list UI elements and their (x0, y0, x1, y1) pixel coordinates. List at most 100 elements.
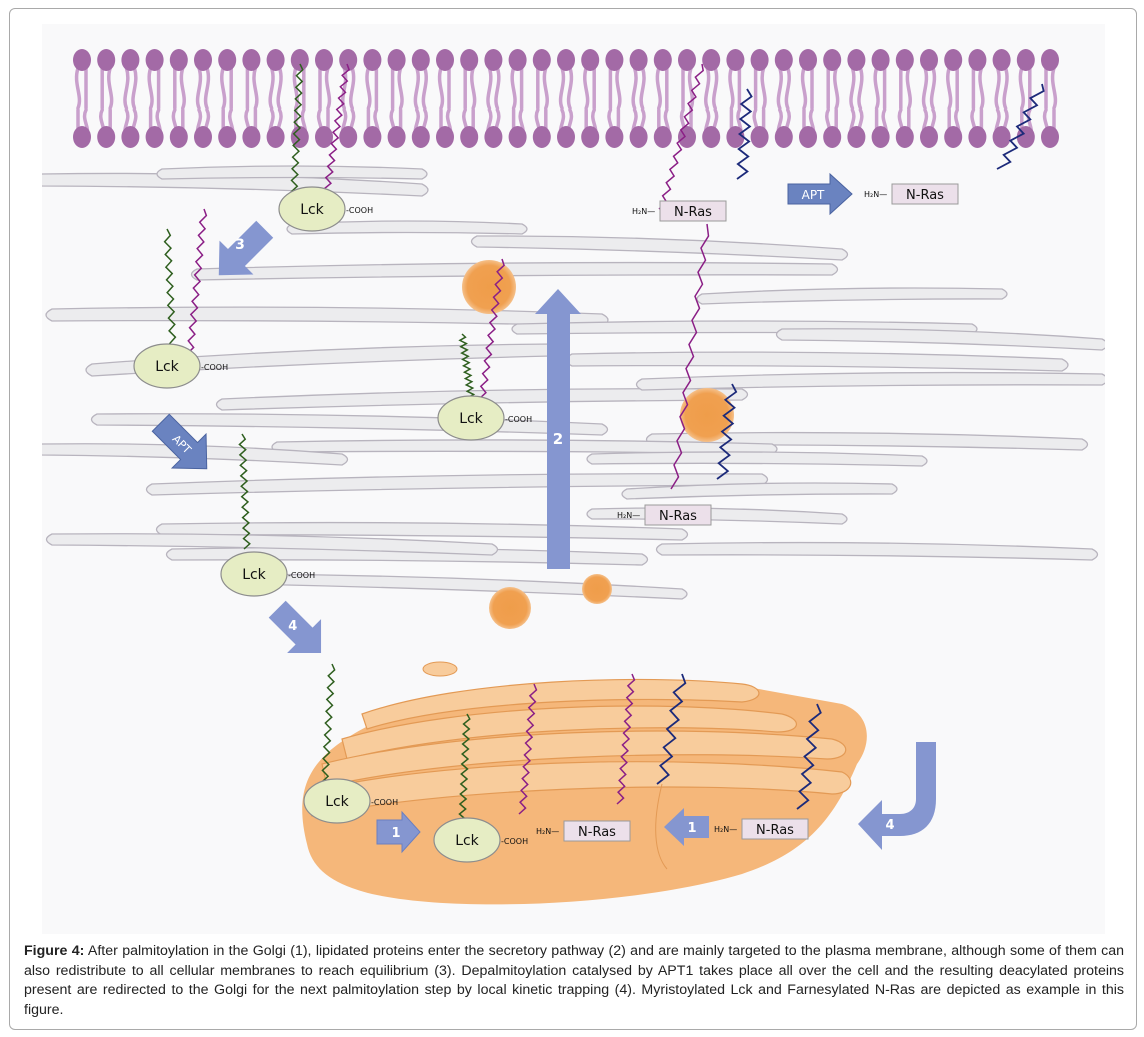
myristoyl-chain (320, 663, 336, 795)
lipid-tail-outer (74, 66, 88, 110)
lipid-head-inner (557, 126, 575, 148)
arrow-3-shape (218, 220, 274, 276)
lipid-head-outer (774, 49, 793, 71)
lipid-head-inner (823, 126, 842, 148)
arrow-4-shape (268, 600, 322, 654)
cisterna (190, 261, 839, 281)
lipid-tail-outer (899, 66, 912, 110)
lipid-head-inner (194, 126, 212, 148)
farnesyl-chain (796, 703, 822, 810)
h2n-label: H₂N— (714, 825, 737, 834)
arrow-3-label: 3 (235, 237, 245, 253)
arrow-2-shape (535, 289, 581, 569)
lipid-head-inner (1041, 126, 1059, 148)
apt-arrow-horizontal: APT (787, 172, 853, 216)
lipid-head-outer (508, 49, 527, 71)
lipid-head-outer (968, 49, 987, 71)
arrow-4-label: 4 (288, 619, 297, 634)
apt-horizontal-label: APT (802, 188, 825, 202)
lck-oval (303, 778, 371, 824)
lipid-head-inner (532, 126, 551, 148)
golgi-cisterna (306, 761, 852, 817)
lipid-head-outer (411, 49, 430, 71)
nras-label: N-Ras (659, 509, 697, 524)
membrane-cisternae (42, 165, 1105, 600)
arrow-4-hook-label: 4 (885, 818, 894, 833)
lipid-head-inner (73, 126, 91, 148)
lck-protein: Lck-COOH (437, 395, 532, 441)
lipid-head-inner (436, 126, 454, 148)
lipid-head-inner (145, 126, 164, 148)
farnesyl-chain (736, 88, 753, 180)
lipid-head-outer (484, 49, 503, 71)
lipid-tail-outer (873, 66, 887, 110)
h2n-label: H₂N— (632, 207, 655, 216)
figure-diagram: 2 3 APT 4 4 1 1 (42, 24, 1105, 934)
arrow-1-shape (376, 810, 421, 854)
arrow-step-1-left: 1 (664, 808, 709, 846)
nras-label: N-Ras (906, 188, 944, 203)
myristoyl-chain (290, 63, 304, 193)
lipid-head-inner (460, 126, 479, 148)
apt-arrow-shape (151, 413, 208, 470)
lipid-head-inner (944, 126, 963, 148)
lipid-head-inner (218, 126, 237, 148)
lck-label: Lck (455, 833, 479, 849)
lipid-head-outer (920, 49, 938, 71)
lipid-tail-outer (195, 66, 211, 110)
cooh-label: -COOH (346, 206, 373, 215)
lck-oval (133, 343, 201, 389)
lipid-head-inner (920, 126, 938, 148)
cisterna (45, 533, 499, 556)
nras-protein: N-Ras H₂N— (617, 504, 712, 526)
lipid-tail-outer (631, 66, 646, 110)
lipid-tail-outer (558, 66, 574, 110)
lipid-head-outer (315, 49, 333, 71)
transport-vesicles (462, 260, 734, 629)
lipid-tail-outer (1018, 66, 1032, 110)
lipid-tail-outer (268, 66, 283, 110)
lipid-head-inner (169, 126, 188, 148)
arrow-step-4-hook: 4 (858, 742, 936, 850)
lipid-tail-outer (486, 66, 501, 110)
lipid-head-outer (387, 49, 406, 71)
lipid-tail-outer (147, 66, 161, 110)
nras-label: N-Ras (756, 823, 794, 838)
lipid-head-outer (823, 49, 842, 71)
lipid-head-outer (1016, 49, 1035, 71)
palmitoyl-chain (518, 683, 538, 815)
lipid-tail-outer (728, 66, 742, 110)
lipid-head-inner (726, 126, 745, 148)
lipid-head-outer (581, 49, 600, 71)
lipid-tail-outer (390, 66, 404, 110)
arrow-step-2: 2 (535, 289, 581, 569)
vesicle (489, 587, 531, 629)
lipid-tail-outer (800, 66, 814, 110)
vesicle (582, 574, 612, 604)
lipid-head-outer (339, 49, 358, 71)
lipid-tail-outer (341, 66, 356, 110)
arrow-1-left-label: 1 (687, 821, 696, 836)
palmitoyl-chain (658, 63, 704, 210)
lipid-tail-outer (849, 66, 864, 110)
myristoyl-chain (458, 713, 471, 825)
plasma-membrane (73, 49, 1059, 148)
lipid-tail-outer (173, 66, 186, 110)
lipid-head-inner (508, 126, 527, 148)
lipid-tail-outer (608, 66, 622, 110)
lipid-head-inner (629, 126, 648, 148)
arrow-step-4-diagonal: 4 (268, 600, 322, 654)
cooh-label: -COOH (505, 415, 532, 424)
lipid-tail-outer (655, 66, 669, 110)
arrow-4-hook-shape (858, 742, 936, 850)
lipid-head-outer (460, 49, 479, 71)
lipid-head-inner (484, 126, 503, 148)
lck-protein: Lck-COOH (433, 817, 528, 863)
lipid-head-outer (290, 49, 309, 71)
h2n-label: H₂N— (617, 511, 640, 520)
golgi-fold (655, 783, 668, 870)
lipid-head-inner (581, 126, 600, 148)
cisterna (621, 482, 898, 500)
vesicle (680, 388, 734, 442)
nras-protein: N-Ras H₂N— (714, 818, 809, 840)
